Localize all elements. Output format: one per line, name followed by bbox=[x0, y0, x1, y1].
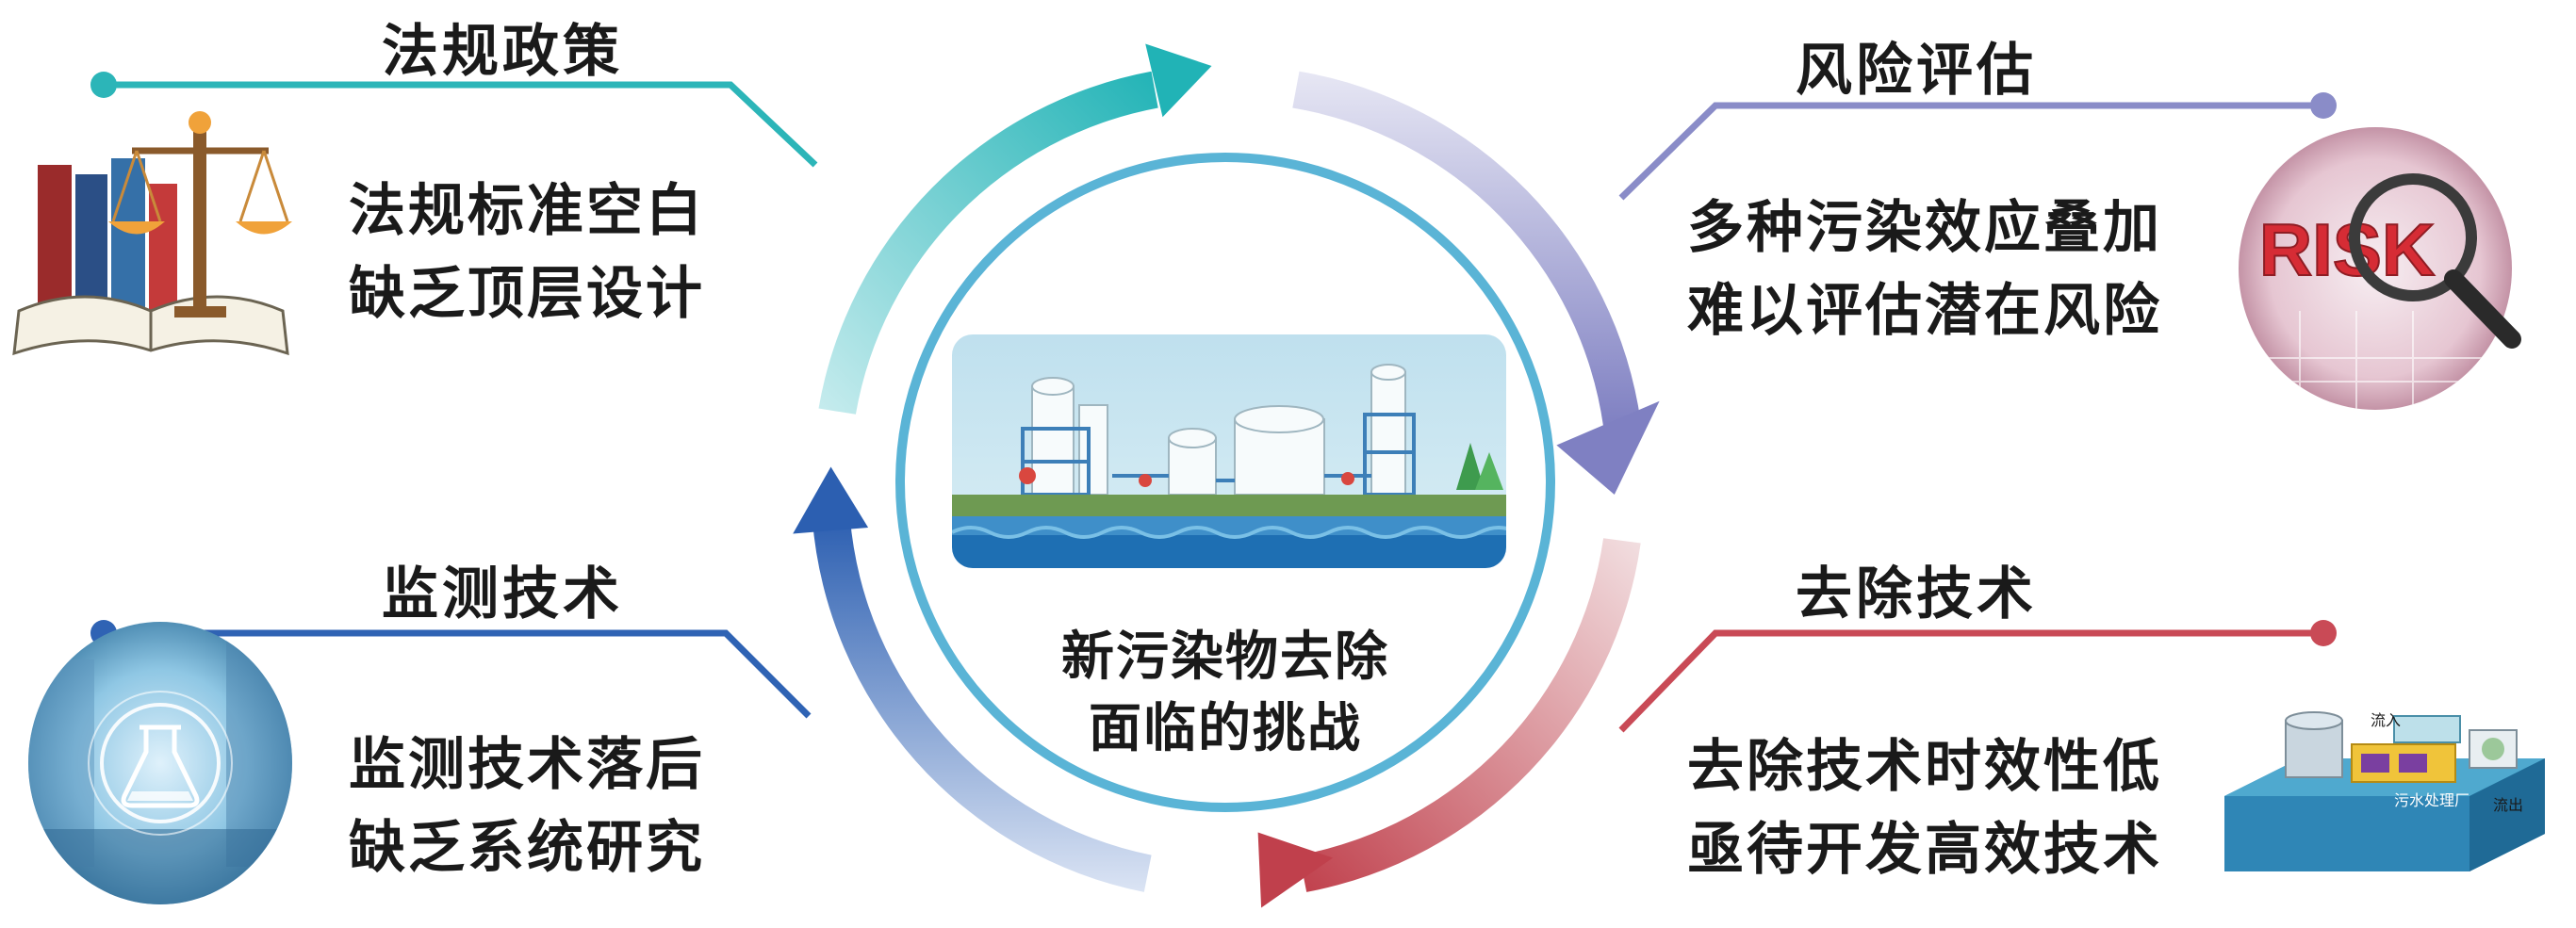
risk-line-2: 难以评估潜在风险 bbox=[1687, 278, 2162, 344]
regulation-line-2: 缺乏顶层设计 bbox=[349, 261, 705, 327]
monitoring-line-1: 监测技术落后 bbox=[349, 732, 705, 798]
lab-flask-icon bbox=[28, 622, 292, 904]
center-caption-line-2: 面临的挑战 bbox=[1089, 698, 1362, 759]
monitoring-title: 监测技术 bbox=[382, 562, 623, 627]
treatment-plant-illustration bbox=[952, 334, 1506, 568]
regulation-title: 法规政策 bbox=[382, 19, 623, 85]
arrowhead-purple bbox=[1556, 400, 1660, 495]
plant-label-outflow: 流出 bbox=[2493, 796, 2523, 814]
risk-magnifier-icon: RISK bbox=[2239, 127, 2521, 410]
center-caption-line-1: 新污染物去除 bbox=[1061, 627, 1389, 688]
arrowhead-blue bbox=[793, 466, 869, 534]
connector-dot-regulation bbox=[90, 72, 117, 98]
plant-label-inflow: 流入 bbox=[2371, 711, 2401, 729]
law-scale-books-icon bbox=[12, 111, 292, 356]
arrow-red bbox=[1299, 538, 1641, 892]
removal-line-1: 去除技术时效性低 bbox=[1687, 734, 2162, 800]
regulation-line-1: 法规标准空白 bbox=[349, 178, 705, 244]
arrow-purple bbox=[1292, 71, 1641, 427]
cycle-arrows bbox=[793, 43, 1660, 908]
removal-title: 去除技术 bbox=[1796, 562, 2037, 627]
risk-icon-word: RISK bbox=[2259, 208, 2435, 291]
connector-regulation bbox=[90, 72, 818, 168]
connector-risk bbox=[1618, 92, 2337, 201]
risk-title: 风险评估 bbox=[1796, 38, 2037, 104]
removal-line-2: 亟待开发高效技术 bbox=[1687, 817, 2162, 883]
monitoring-line-2: 缺乏系统研究 bbox=[349, 815, 705, 881]
center-caption: 新污染物去除 面临的挑战 bbox=[980, 622, 1470, 765]
sewage-plant-icon: 流入 污水处理厂 流出 bbox=[2224, 711, 2545, 871]
connector-dot-removal bbox=[2310, 620, 2337, 646]
arrowhead-red bbox=[1257, 832, 1334, 908]
connector-removal bbox=[1618, 620, 2337, 733]
connector-dot-risk bbox=[2310, 92, 2337, 119]
arrow-blue bbox=[812, 517, 1152, 892]
risk-line-1: 多种污染效应叠加 bbox=[1687, 195, 2162, 261]
arrowhead-teal bbox=[1145, 43, 1212, 118]
arrow-teal bbox=[818, 71, 1158, 415]
plant-label-name: 污水处理厂 bbox=[2394, 791, 2469, 809]
